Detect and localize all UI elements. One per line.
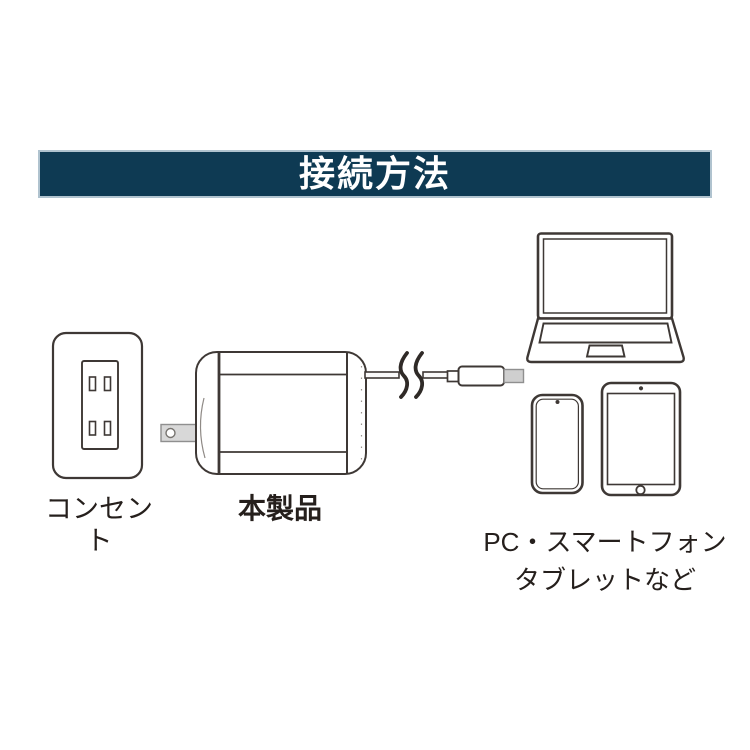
break-mark <box>413 351 424 399</box>
cable-break-marks-icon <box>398 351 424 399</box>
tablet-home-button <box>635 484 646 496</box>
laptop-trackpad <box>585 344 626 358</box>
tablet-screen <box>606 392 676 486</box>
connector-tip <box>503 368 525 384</box>
tablet-camera-dot <box>638 386 644 391</box>
devices-label-line1: PC・スマートフォン <box>483 527 727 557</box>
adapter-prong-hole <box>165 427 176 439</box>
outlet-label: コンセント <box>45 494 153 557</box>
outlet-slot <box>88 420 97 436</box>
outlet-slot <box>103 376 112 392</box>
section-title: 接続方法 <box>298 153 451 194</box>
wall-outlet-icon <box>51 331 144 480</box>
usb-cable <box>364 351 449 399</box>
cable-segment <box>422 371 449 379</box>
smartphone-icon <box>530 393 584 495</box>
phone-camera-dot <box>555 400 560 404</box>
usb-connector-icon <box>446 365 525 387</box>
laptop-icon <box>526 232 685 364</box>
adapter-body <box>195 351 367 475</box>
laptop-keyboard <box>538 322 673 344</box>
section-banner: 接続方法 <box>38 150 712 198</box>
adapter-left-cap-curve <box>199 397 206 459</box>
devices-label: PC・スマートフォン タブレットなど <box>455 523 750 599</box>
connector-body <box>457 365 505 387</box>
devices-label-line2: タブレットなど <box>513 565 696 595</box>
connector-neck <box>446 370 460 383</box>
product-label: 本製品 <box>237 493 322 524</box>
cable-segment <box>364 371 400 379</box>
outlet-unit <box>81 360 119 450</box>
laptop-screen-inner <box>542 238 668 314</box>
tablet-body <box>600 381 682 497</box>
outlet-slot <box>88 376 97 392</box>
outlet-slot <box>103 420 112 436</box>
break-mark <box>398 351 409 399</box>
phone-body <box>530 393 584 495</box>
phone-screen <box>535 398 580 490</box>
tablet-icon <box>600 381 682 497</box>
power-adapter-icon <box>160 351 367 475</box>
